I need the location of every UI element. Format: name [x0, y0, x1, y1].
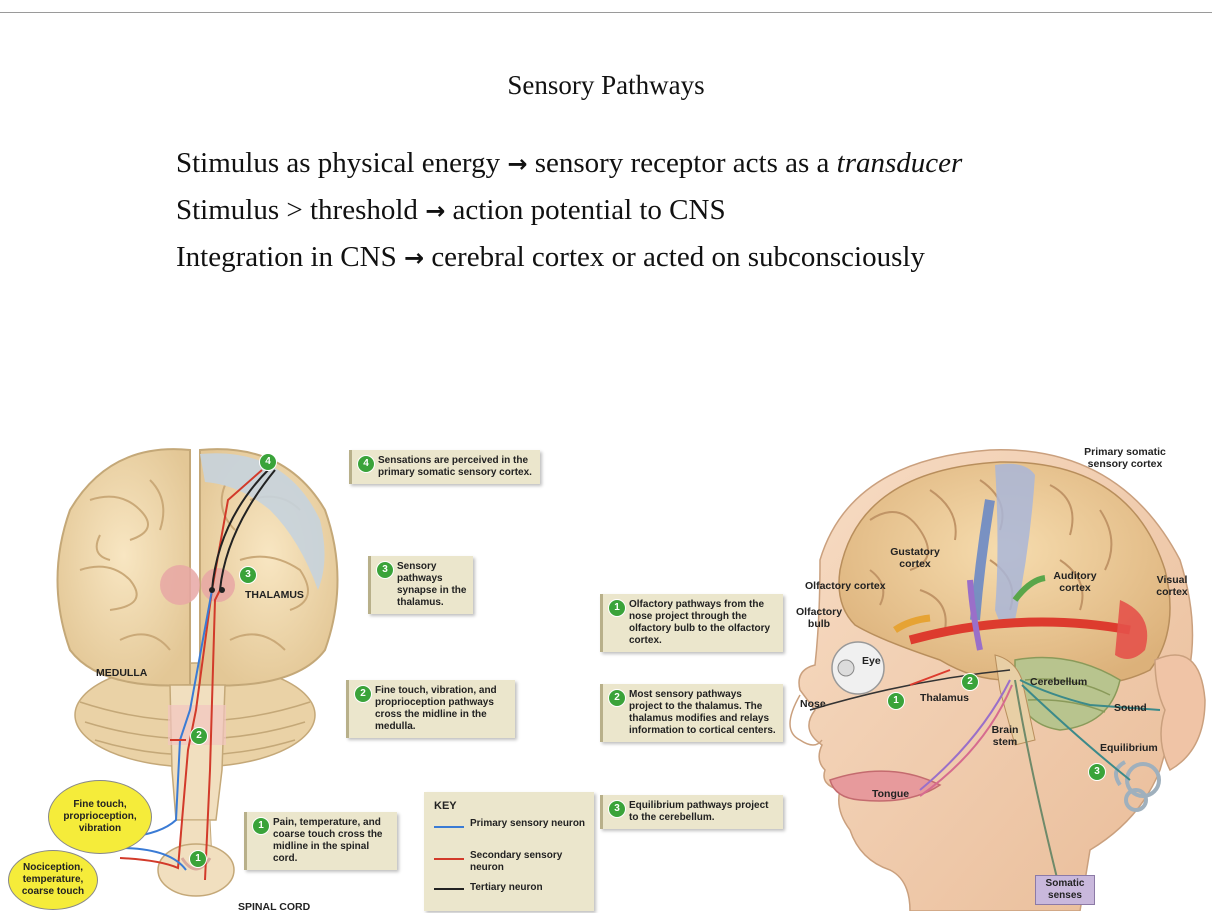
pathway-legend: KEY Primary sensory neuron Secondary sen…: [424, 792, 594, 911]
thalamus-right-label: Thalamus: [920, 692, 969, 704]
primary-somatic-label: Primary somatic sensory cortex: [1070, 446, 1180, 470]
olfactory-step-marker: 1: [887, 692, 905, 710]
legend-swatch-tertiary: [434, 888, 464, 890]
bullet-line-1: Stimulus as physical energy → sensory re…: [176, 140, 962, 187]
step-text: Sensory pathways synapse in the thalamus…: [397, 561, 466, 608]
line-1-cause: Stimulus as physical energy: [176, 147, 500, 179]
tongue-label: Tongue: [872, 788, 909, 800]
legend-swatch-secondary: [434, 858, 464, 860]
legend-label-secondary: Secondary sensory neuron: [470, 850, 590, 874]
legend-label-primary: Primary sensory neuron: [470, 818, 590, 830]
step-number: 1: [252, 817, 270, 835]
right-step-1-box: 1 Olfactory pathways from the nose proje…: [600, 594, 783, 652]
step-text: Pain, temperature, and coarse touch cros…: [273, 817, 382, 864]
olfactory-bulb-label: Olfactory bulb: [796, 606, 842, 630]
step-text: Olfactory pathways from the nose project…: [629, 599, 770, 646]
spinal-cord-label: SPINAL CORD: [238, 901, 310, 913]
slide-bullets: Stimulus as physical energy → sensory re…: [176, 140, 962, 281]
step-3-marker: 3: [239, 566, 257, 584]
eye-label: Eye: [862, 655, 881, 667]
auditory-label: Auditory cortex: [1044, 570, 1106, 594]
left-step-4-box: 4 Sensations are perceived in the primar…: [349, 450, 540, 484]
arrow-icon: →: [425, 197, 445, 225]
line-1-effect: sensory receptor acts as a: [535, 147, 837, 179]
step-2-marker: 2: [190, 727, 208, 745]
step-number: 3: [608, 800, 626, 818]
line-3-cause: Integration in CNS: [176, 241, 397, 273]
bullet-line-2: Stimulus > threshold → action potential …: [176, 187, 962, 234]
step-text: Sensations are perceived in the primary …: [378, 455, 532, 478]
step-number: 3: [376, 561, 394, 579]
line-2-effect: action potential to CNS: [453, 194, 726, 226]
step-number: 4: [357, 455, 375, 473]
thalamus-label: THALAMUS: [245, 589, 304, 601]
equilibrium-step-marker: 3: [1088, 763, 1106, 781]
stimulus-fine-touch: Fine touch, proprioception, vibration: [48, 780, 152, 854]
line-2-cause: Stimulus > threshold: [176, 194, 418, 226]
arrow-icon: →: [507, 150, 527, 178]
equilibrium-label: Equilibrium: [1100, 742, 1158, 754]
step-text: Equilibrium pathways project to the cere…: [629, 800, 768, 823]
step-text: Most sensory pathways project to the tha…: [629, 689, 776, 736]
left-step-2-box: 2 Fine touch, vibration, and propriocept…: [346, 680, 515, 738]
somatic-senses-label: Somatic senses: [1035, 875, 1095, 905]
thalamus-step-marker: 2: [961, 673, 979, 691]
step-4-marker: 4: [259, 453, 277, 471]
brain-stem-label: Brain stem: [987, 724, 1023, 748]
line-3-effect: cerebral cortex or acted on subconscious…: [431, 241, 925, 273]
cerebellum-label: Cerebellum: [1030, 676, 1087, 688]
left-step-1-box: 1 Pain, temperature, and coarse touch cr…: [244, 812, 397, 870]
visual-label: Visual cortex: [1150, 574, 1194, 598]
step-1-marker: 1: [189, 850, 207, 868]
sound-label: Sound: [1114, 702, 1147, 714]
step-number: 1: [608, 599, 626, 617]
right-step-2-box: 2 Most sensory pathways project to the t…: [600, 684, 783, 742]
nose-label: Nose: [800, 698, 826, 710]
step-text: Fine touch, vibration, and proprioceptio…: [375, 685, 497, 732]
legend-label-tertiary: Tertiary neuron: [470, 882, 590, 894]
line-1-emphasis: transducer: [837, 147, 963, 179]
legend-title: KEY: [434, 800, 457, 812]
bullet-line-3: Integration in CNS → cerebral cortex or …: [176, 234, 962, 281]
step-number: 2: [608, 689, 626, 707]
stimulus-nociception: Nociception, temperature, coarse touch: [8, 850, 98, 910]
right-step-3-box: 3 Equilibrium pathways project to the ce…: [600, 795, 783, 829]
left-step-3-box: 3 Sensory pathways synapse in the thalam…: [368, 556, 473, 614]
olfactory-cortex-label: Olfactory cortex: [805, 580, 886, 592]
slide-top-border: [0, 12, 1212, 13]
medulla-label: MEDULLA: [96, 667, 147, 679]
step-number: 2: [354, 685, 372, 703]
head-senses-illustration: [760, 440, 1212, 911]
slide-title: Sensory Pathways: [0, 70, 1212, 101]
gustatory-label: Gustatory cortex: [886, 546, 944, 570]
legend-swatch-primary: [434, 826, 464, 828]
arrow-icon: →: [404, 244, 424, 272]
